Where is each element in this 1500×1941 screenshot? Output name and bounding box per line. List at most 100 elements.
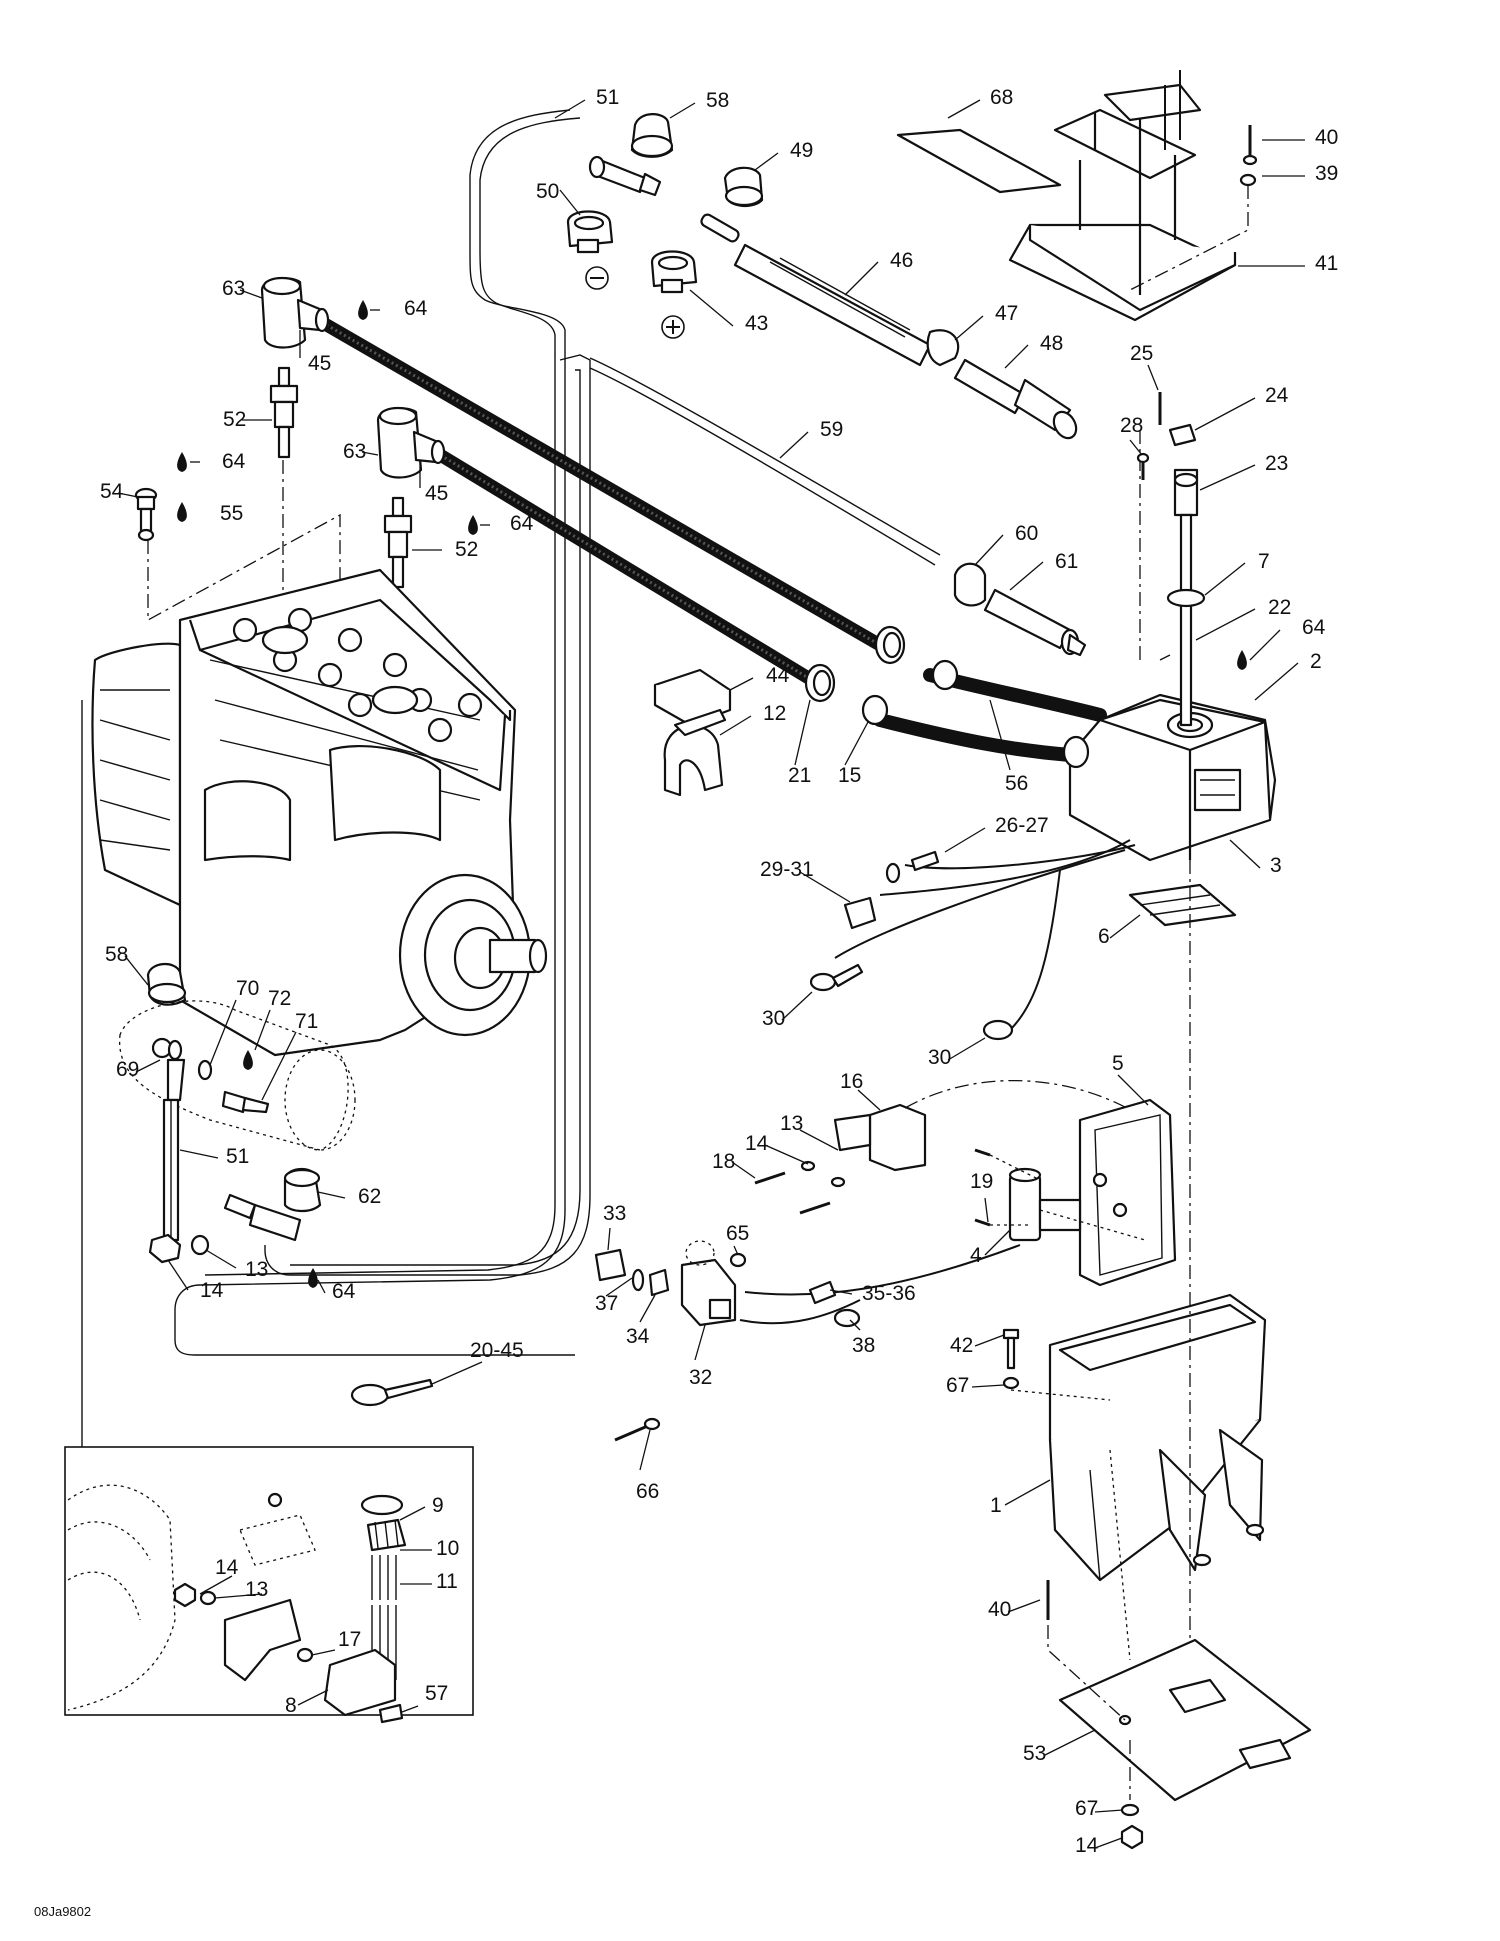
callout-c9: 9 (432, 1494, 444, 1517)
leader-c40b (1007, 1599, 1041, 1613)
leader-c58a (669, 102, 696, 119)
leader-c43 (689, 289, 734, 327)
inset-nut-14 (173, 1582, 197, 1608)
leader-c37 (605, 1277, 633, 1297)
leader-c1 (1004, 1479, 1051, 1506)
leader-c2 (1254, 662, 1299, 701)
diagram-code: 08Ja9802 (34, 1904, 91, 1919)
leader-c22 (1195, 608, 1256, 641)
callout-c42: 42 (950, 1334, 973, 1357)
leader-c62 (317, 1191, 346, 1199)
leader-c29_31 (799, 871, 851, 903)
inset-pins-10-11 (371, 1555, 397, 1680)
callout-c21: 21 (788, 764, 811, 787)
washer-65 (729, 1252, 747, 1268)
spark-plug-52-b (383, 496, 413, 589)
leader-c54 (117, 492, 139, 498)
callout-c58a: 58 (706, 89, 729, 112)
clamp-12 (663, 708, 727, 797)
inset-frame (64, 1446, 474, 1716)
callout-c28: 28 (1120, 414, 1143, 437)
callout-c40b: 40 (988, 1598, 1011, 1621)
callout-c33: 33 (603, 1202, 626, 1225)
leader-c30a (781, 991, 813, 1021)
leader-c64d (1249, 629, 1281, 661)
leader-c53 (1044, 1729, 1096, 1756)
screw-28 (1136, 452, 1150, 480)
cylinder-head-bolts (232, 607, 483, 743)
callout-c10: 10 (436, 1537, 459, 1560)
leader-c24 (1194, 397, 1256, 431)
ignition-coil-2 (1062, 693, 1277, 862)
callout-c63b: 63 (343, 440, 366, 463)
callout-c37: 37 (595, 1292, 618, 1315)
leader-c14d (1094, 1837, 1123, 1849)
callout-c43: 43 (745, 312, 768, 335)
inset-bracket (223, 1492, 316, 1682)
callout-c66: 66 (636, 1480, 659, 1503)
callout-c65: 65 (726, 1222, 749, 1245)
callout-c61: 61 (1055, 550, 1078, 573)
spark-plug-52-a (269, 366, 299, 459)
bracket-5 (1078, 1098, 1177, 1287)
leader-c4 (984, 1229, 1011, 1256)
coil-wire-22 (1173, 468, 1199, 727)
grommet-7 (1166, 588, 1206, 608)
inset-coil-8 (323, 1648, 397, 1717)
cable-end-lower (223, 1193, 302, 1242)
leader-c59 (779, 431, 809, 459)
callout-c51b: 51 (226, 1145, 249, 1168)
fitting-60-61 (953, 562, 1087, 657)
leader-c65 (733, 1245, 739, 1256)
leader-c32 (694, 1324, 706, 1361)
ht-cable-1-core (317, 318, 881, 647)
callout-c56: 56 (1005, 772, 1028, 795)
callout-c64e: 64 (332, 1280, 356, 1303)
callout-c14c: 14 (215, 1556, 239, 1579)
cable-59 (589, 357, 941, 556)
leader-c14a (764, 1144, 809, 1165)
seal-15-b (931, 659, 959, 691)
washer-39 (1239, 173, 1257, 187)
leader-c60 (974, 534, 1004, 566)
callout-c48: 48 (1040, 332, 1063, 355)
leader-c25 (1147, 364, 1159, 391)
callout-c11: 11 (436, 1570, 458, 1593)
callout-c26_27: 26-27 (995, 814, 1049, 837)
screw-40-top (1242, 125, 1258, 166)
boot-62 (283, 1167, 322, 1213)
seal-15 (861, 694, 889, 726)
connector-33 (594, 1248, 627, 1282)
callout-c46: 46 (890, 249, 913, 272)
cable-59-route (264, 354, 591, 1276)
leader-c66 (639, 1429, 651, 1471)
drop-icon (177, 452, 187, 472)
inset-connector-9 (360, 1494, 407, 1552)
leader-c21 (794, 699, 811, 766)
screw-42 (1002, 1328, 1020, 1370)
callout-c17: 17 (338, 1628, 361, 1651)
leader-c46 (844, 261, 879, 296)
connector-29-31 (843, 862, 901, 930)
nut-14-bottom (1120, 1824, 1144, 1850)
clamp-50 (566, 210, 614, 254)
nut-21 (804, 663, 836, 703)
leader-c9 (399, 1506, 426, 1521)
washer-67-top (1002, 1376, 1020, 1390)
terminal-30-a (809, 963, 864, 992)
leader-c16 (857, 1089, 881, 1111)
callout-c60: 60 (1015, 522, 1038, 545)
engine-block (91, 568, 548, 1057)
leader-c13c (214, 1593, 263, 1599)
box-dash (1010, 1389, 1131, 1661)
leader-c63a (239, 289, 263, 299)
callout-c12: 12 (763, 702, 786, 725)
plate-53 (1058, 1638, 1312, 1802)
leader-c6 (1109, 914, 1141, 939)
drop-icon (358, 300, 368, 320)
seal-37 (631, 1268, 645, 1292)
leader-c44 (729, 677, 754, 691)
wire-38 (739, 1299, 861, 1325)
callout-c18: 18 (712, 1150, 735, 1173)
callout-c67a: 67 (946, 1374, 969, 1397)
